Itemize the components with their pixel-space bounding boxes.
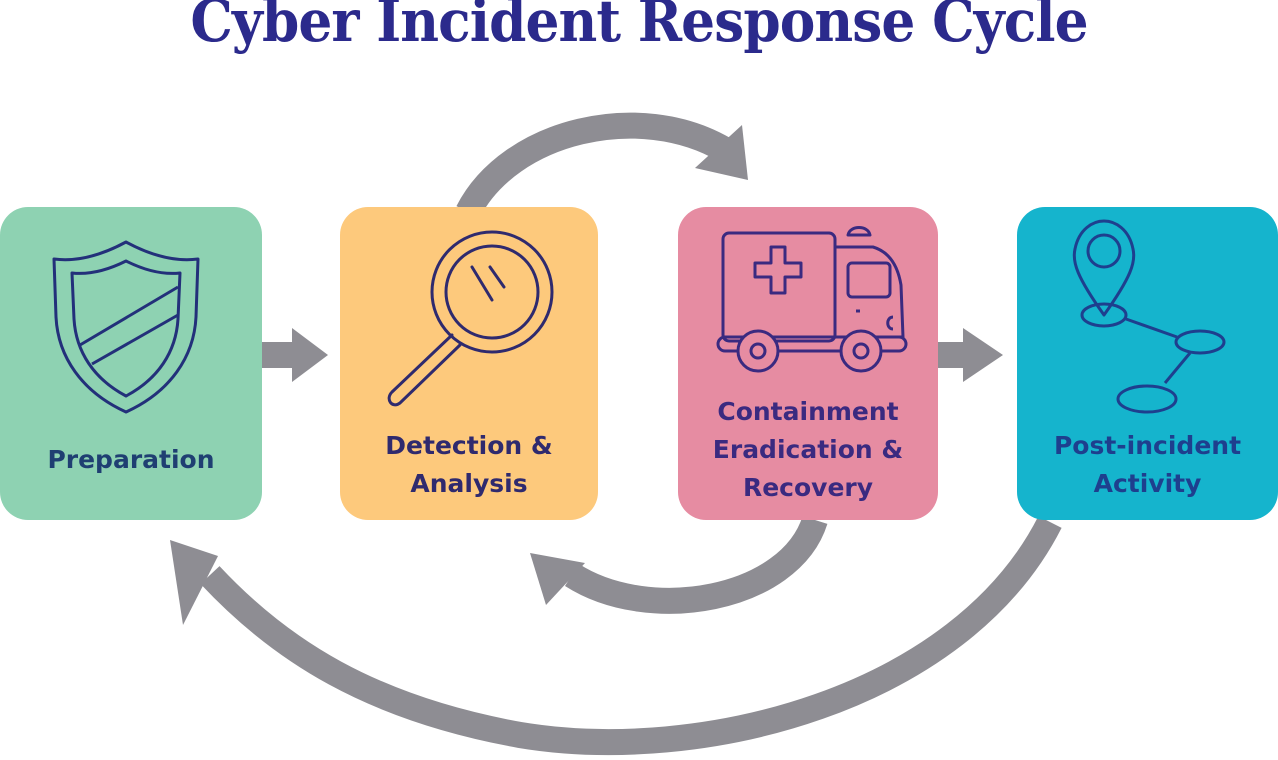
map-route-icon xyxy=(1072,219,1226,414)
arrowhead-big-bottom xyxy=(170,540,218,625)
stage-preparation: Preparation xyxy=(0,207,262,520)
arrow-detection-to-containment xyxy=(456,112,732,219)
stage-label-line: Post-incident xyxy=(1053,431,1242,460)
stage-label-detection-analysis: Detection & Analysis xyxy=(340,427,598,503)
stage-detection-analysis: Detection & Analysis xyxy=(340,207,598,520)
stage-label-line: Activity xyxy=(1093,469,1202,498)
arrow-preparation-to-detection xyxy=(262,328,328,382)
stage-label-containment: Containment Eradication & Recovery xyxy=(678,393,938,507)
arrowhead-top xyxy=(695,125,748,180)
stage-label-post-incident: Post-incident Activity xyxy=(1017,427,1278,503)
stage-label-line: Detection & xyxy=(385,431,553,460)
stage-label-line: Containment xyxy=(717,397,899,426)
shield-icon xyxy=(52,240,200,414)
arrow-containment-to-postincident xyxy=(938,328,1003,382)
stage-label-line: Eradication & xyxy=(712,435,904,464)
arrow-containment-to-detection xyxy=(564,515,828,614)
ambulance-icon xyxy=(716,226,908,373)
arrowhead-small-bottom xyxy=(530,553,585,605)
arrow-postincident-to-preparation xyxy=(200,516,1062,756)
magnifying-glass-icon xyxy=(387,230,554,407)
stage-label-preparation: Preparation xyxy=(47,445,215,474)
stage-label-line: Recovery xyxy=(742,473,874,502)
stage-label-line: Analysis xyxy=(410,469,528,498)
diagram-title: Cyber Incident Response Cycle xyxy=(190,0,1088,55)
stage-post-incident-activity: Post-incident Activity xyxy=(1017,207,1278,520)
stage-containment-eradication-recovery: Containment Eradication & Recovery xyxy=(678,207,938,520)
